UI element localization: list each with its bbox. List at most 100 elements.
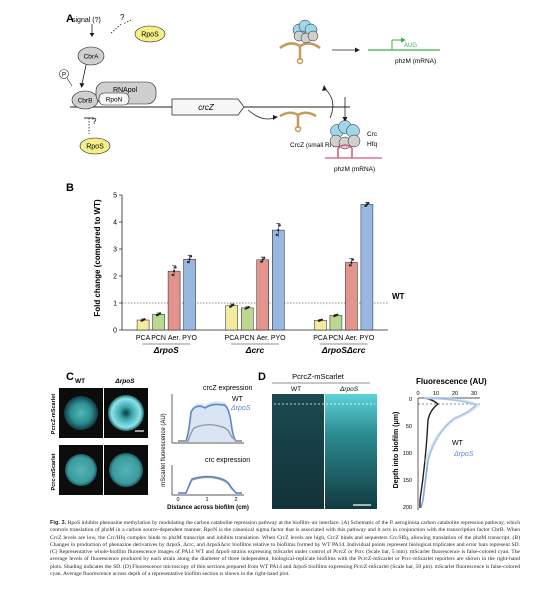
panel-a: A signal (?) ? RpoS CbrA P CbrB RNApol R… (59, 13, 440, 173)
crcz-gene-label: crcZ (198, 103, 215, 112)
cbra-ellipse (77, 46, 105, 66)
chart-b-ytick-label-1: 1 (113, 301, 117, 308)
c-col-rpos: ΔrpoS (114, 378, 135, 385)
chart-b-point-10-0 (348, 264, 352, 267)
chart-b-point-10-2 (351, 258, 355, 261)
bar-chart-b: Fold change (compared to WT) WT 012345PC… (93, 193, 405, 356)
c-legend-rpos: ΔrpoS (230, 405, 251, 412)
chart-b-point-3-0 (186, 260, 190, 264)
d-xtick-2: 20 (452, 391, 458, 397)
chart-b-point-4-0 (229, 305, 232, 308)
rnapol-label: RNApol (113, 87, 138, 94)
chart-b-point-7-2 (278, 224, 281, 227)
chart-b-bar-6 (256, 259, 269, 331)
chart-b-category-label-9: PCN (329, 335, 344, 342)
d-ytick-0: 0 (409, 397, 412, 403)
chart-b-point-7-0 (275, 233, 278, 236)
chart-b-bar-10 (345, 262, 358, 331)
c-plot1-area (171, 394, 244, 444)
chart-b-category-label-5: PCN (240, 335, 255, 342)
crcz-gene-arrow (171, 98, 245, 116)
chart-b-point-2-0 (171, 273, 174, 277)
small-rna-label: CrcZ (small RNA) (290, 142, 341, 149)
question-mark-1: ? (120, 13, 125, 22)
d-ytick-2: 100 (403, 451, 412, 457)
panel-letter-c: C (66, 371, 74, 383)
c-row2-label: Pcrc-mScarlet (51, 453, 57, 490)
chart-b-point-0-2 (143, 318, 146, 321)
chart-b-point-8-2 (320, 318, 324, 321)
panel-c: C WT ΔrpoS PcrcZ-mScarlet Pcrc-mScarlet … (51, 371, 253, 511)
chart-b-bar-9 (329, 315, 343, 331)
c-legend-wt: WT (232, 396, 244, 403)
d-xtick-0: 0 (416, 391, 419, 397)
chart-b-point-11-1 (365, 203, 369, 206)
crc-label: Crc (367, 131, 378, 138)
chart-b-bar-3 (183, 259, 196, 331)
d-xtick-1: 10 (433, 391, 439, 397)
rpos-top-label: RpoS (141, 32, 159, 39)
chart-b-category-label-4: PCA (225, 335, 240, 342)
crcz-crc-hfq-complex-icon (279, 19, 321, 65)
chart-b-point-2-1 (172, 270, 176, 273)
panel-letter-b: B (66, 182, 74, 194)
chart-b-ytick-label-2: 2 (113, 274, 117, 281)
d-col-rpos: ΔrpoS (339, 386, 359, 393)
question-mark-2: ? (92, 117, 97, 126)
chart-b-ytick-label-3: 3 (113, 247, 117, 254)
phosphate-circle (59, 69, 69, 79)
chart-b-ytick-label-5: 5 (113, 193, 117, 200)
chart-b-category-label-8: PCA (313, 335, 328, 342)
d-ytick-3: 150 (403, 478, 412, 484)
panel-letter-d: D (258, 371, 266, 383)
chart-b-point-9-2 (336, 313, 339, 316)
chart-b-point-6-1 (261, 258, 264, 261)
chart-b-point-10-1 (350, 261, 353, 264)
chart-b-point-7-1 (277, 229, 280, 232)
c-col-wt: WT (75, 378, 85, 385)
chart-b-bar-1 (152, 314, 165, 331)
chart-b-point-4-2 (232, 303, 235, 306)
d-ytick-1: 50 (406, 424, 412, 430)
chart-b-point-4-1 (230, 304, 233, 307)
chart-b-category-label-3: PYO (182, 335, 197, 342)
chart-b-category-label-7: PYO (271, 335, 286, 342)
panel-letter-a: A (66, 13, 74, 25)
cbrb-label: CbrB (78, 98, 93, 105)
chart-b-ylabel: Fold change (compared to WT) (93, 199, 102, 317)
chart-b-ytick-label-4: 4 (113, 220, 117, 227)
d-ytick-4: 200 (403, 505, 412, 511)
chart-b-bar-5 (241, 307, 254, 331)
chart-b-point-11-2 (367, 201, 370, 205)
c-plot2-area (171, 465, 244, 496)
d-ylabel: Depth into biofilm (μm) (393, 412, 400, 489)
d-plot-title: Fluorescence (AU) (416, 377, 487, 386)
chart-b-point-3-1 (188, 258, 191, 261)
figure-caption: Fig. 3. RpoS inhibits phenazine methylat… (50, 520, 520, 578)
rpos-top-ellipse (134, 25, 166, 43)
c-ylabel: mScarlet fluorescence (AU) (161, 413, 167, 486)
chart-b-bar-8 (314, 320, 327, 331)
signal-label: signal (?) (72, 17, 101, 24)
chart-b-bar-4 (225, 305, 238, 331)
chart-b-point-5-2 (247, 306, 250, 309)
d-section-rpos (325, 394, 377, 509)
chart-b-point-1-2 (158, 312, 162, 315)
phosphate-label: P (62, 73, 66, 79)
crcz-small-rna-icon (279, 111, 317, 133)
chart-b-ytick-label-0: 0 (113, 328, 117, 335)
c-plot2-title: crc expression (205, 457, 250, 464)
chart-b-point-6-2 (263, 256, 266, 260)
caption-label: Fig. 3. (50, 520, 67, 526)
chart-b-point-11-0 (364, 204, 367, 208)
chart-b-group-label-1: Δcrc (245, 345, 265, 355)
c-row1-label: PcrcZ-mScarlet (51, 394, 57, 435)
rpon-label: RpoN (106, 97, 123, 104)
c-plot1-title: crcZ expression (203, 385, 253, 392)
c-xtick-0: 0 (176, 497, 179, 503)
d-legend-wt: WT (452, 440, 464, 447)
chart-b-bar-11 (360, 204, 374, 331)
chart-b-category-label-0: PCA (136, 335, 151, 342)
chart-b-group-label-2: ΔrpoSΔcrc (321, 345, 366, 355)
